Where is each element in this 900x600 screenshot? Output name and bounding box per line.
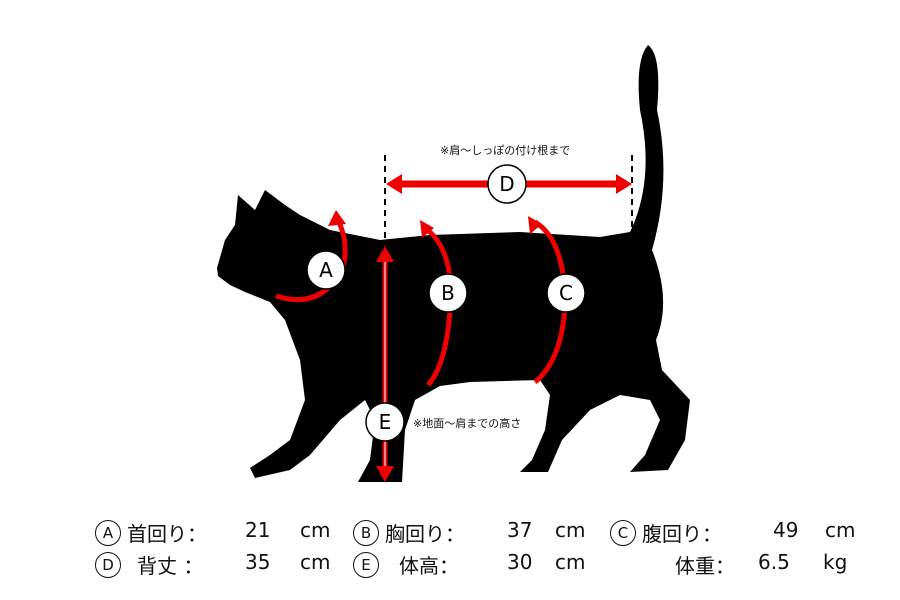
marker-d: D — [499, 172, 514, 196]
cat-silhouette — [217, 45, 690, 482]
d-arrow-left-head — [386, 174, 402, 194]
marker-c: C — [559, 281, 573, 305]
note-height: ※地面～肩までの高さ — [413, 417, 522, 430]
marker-e-circle — [365, 402, 405, 442]
marker-a-circle — [306, 250, 346, 290]
e-arrow-bottom-head — [376, 466, 394, 482]
marker-c-circle — [546, 273, 586, 313]
marker-d-circle — [487, 164, 527, 204]
marker-e: E — [379, 410, 392, 434]
e-arrow-top-head — [376, 246, 394, 262]
marker-a: A — [319, 258, 333, 282]
marker-b-circle — [428, 273, 468, 313]
marker-b: B — [441, 281, 455, 305]
d-arrow-right-head — [616, 174, 632, 194]
note-back-length: ※肩～しっぽの付け根まで — [440, 144, 571, 157]
measurement-weight: 体重： — [675, 554, 735, 578]
